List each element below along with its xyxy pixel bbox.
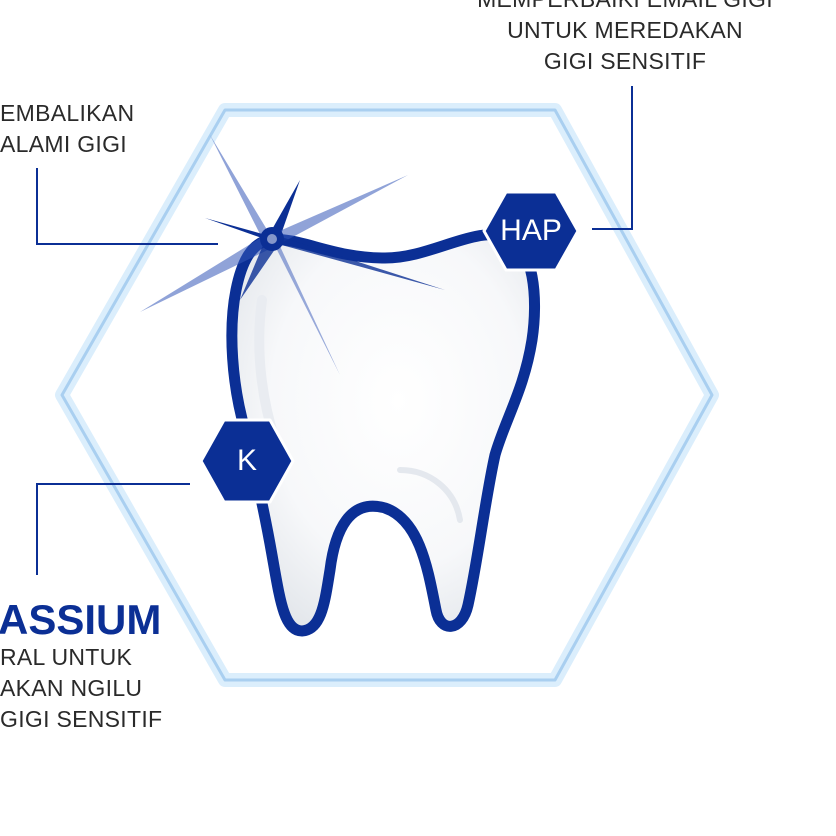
- hap-badge: [482, 190, 580, 272]
- hexagon-frame: [55, 103, 719, 687]
- connector-bottom-left: [36, 483, 190, 575]
- callout-top-right: MEMPERBAIKI EMAIL GIGI UNTUK MEREDAKAN G…: [440, 0, 810, 77]
- connector-lines: [36, 86, 633, 575]
- k-badge-label: K: [236, 444, 257, 477]
- callout-bottom-left-line3: GIGI SENSITIF: [0, 706, 163, 732]
- sparkle-icon: [140, 135, 445, 375]
- callout-top-left-line2: ALAMI GIGI: [0, 131, 127, 157]
- k-badge: [199, 418, 295, 504]
- connector-top-right: [592, 86, 633, 230]
- callout-bottom-left: RAL UNTUK AKAN NGILU GIGI SENSITIF: [0, 642, 162, 735]
- callout-bottom-left-heading: ASSIUM: [0, 596, 162, 643]
- callout-top-right-line1: MEMPERBAIKI EMAIL GIGI: [440, 0, 810, 15]
- callout-bottom-left-line1: RAL UNTUK: [0, 644, 133, 670]
- connector-top-left: [36, 168, 218, 245]
- callout-top-right-line2: UNTUK MEREDAKAN: [507, 17, 743, 43]
- hap-badge-label: HAP: [500, 214, 562, 247]
- callout-top-left: EMBALIKAN ALAMI GIGI: [0, 98, 134, 160]
- callout-top-left-line1: EMBALIKAN: [0, 100, 135, 126]
- callout-bottom-left-line2: AKAN NGILU: [0, 675, 143, 701]
- callout-top-right-line3: GIGI SENSITIF: [543, 48, 707, 74]
